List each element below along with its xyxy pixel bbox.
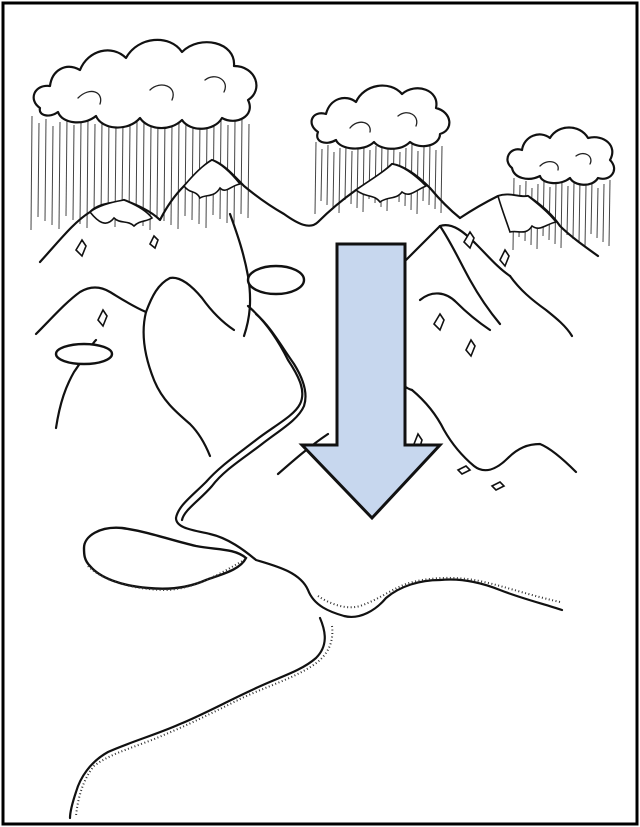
mountain-lake-left	[56, 344, 112, 364]
mountain-lake-top	[248, 266, 304, 294]
